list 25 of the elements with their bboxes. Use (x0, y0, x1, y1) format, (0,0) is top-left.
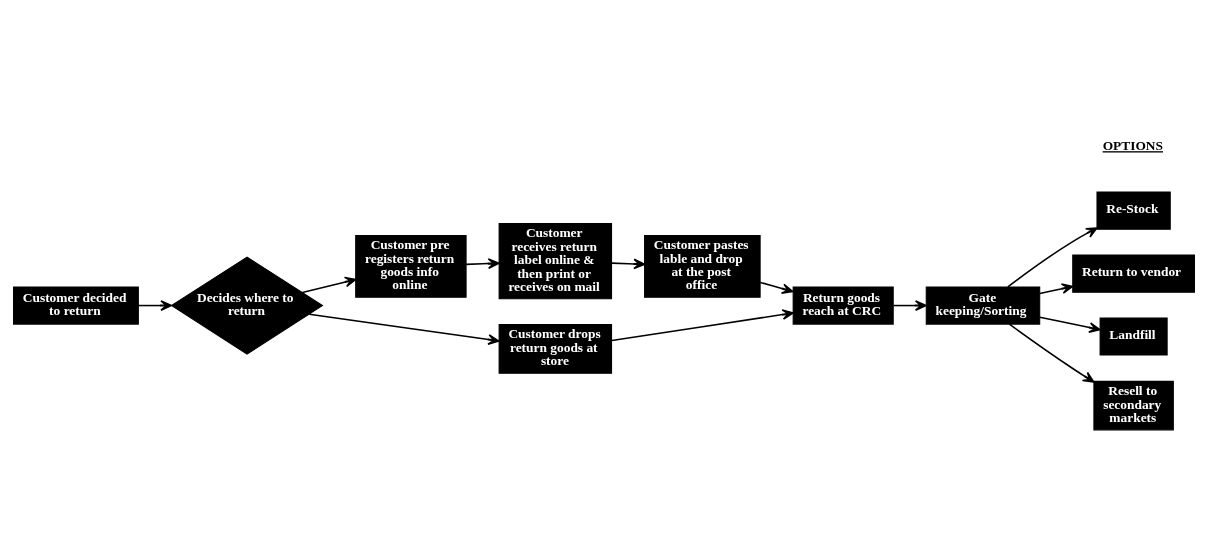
node-box: Customer receives return label online & then print or receives on mail (498, 223, 613, 300)
label: OPTIONS (1102, 138, 1163, 154)
arrow (301, 276, 357, 294)
node-box: Return to vendor (1072, 254, 1195, 293)
arrow (611, 309, 794, 342)
node-box: Re-Stock (1096, 191, 1171, 230)
arrow (465, 258, 500, 269)
node-box: Gate keeping/Sorting (925, 286, 1041, 325)
arrow (308, 313, 500, 345)
arrow (1039, 283, 1074, 295)
arrow (1008, 323, 1095, 383)
arrow (610, 258, 646, 270)
node-box: Resell to secondary markets (1093, 380, 1174, 431)
node-box: Landfill (1099, 317, 1168, 356)
arrow (759, 281, 794, 295)
arrow (892, 300, 927, 311)
node-box: Customer drops return goods at store (498, 324, 613, 374)
node-box: Customer decided to return (13, 286, 139, 325)
arrow (137, 300, 173, 311)
node-box: Return goods reach at CRC (792, 286, 894, 325)
arrow (1039, 316, 1101, 333)
node-box: Customer pre registers return goods info online (355, 234, 467, 298)
arrow (1007, 227, 1098, 288)
node-box: Customer pastes lable and drop at the post office (644, 234, 761, 298)
node-diamond: Decides where to return (170, 256, 324, 355)
